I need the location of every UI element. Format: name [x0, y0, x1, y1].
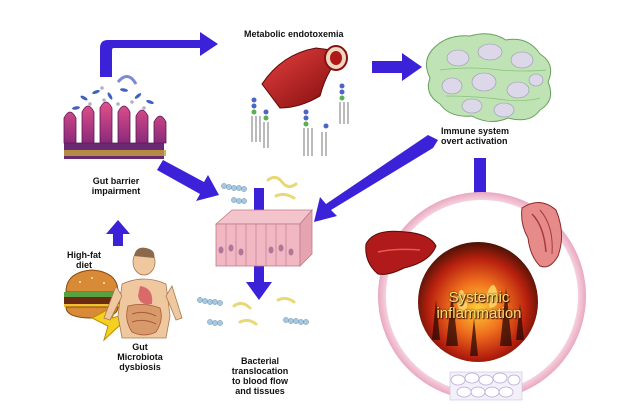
label-high-fat-diet: High-fat diet	[67, 250, 101, 270]
bacteria-cluster-bottom	[197, 296, 309, 326]
bacteria-cluster-top	[221, 175, 298, 204]
gut-barrier-illustration	[63, 75, 167, 159]
immune-cells-illustration	[426, 33, 552, 122]
label-immune-system-activation: Immune system overt activation	[441, 126, 510, 146]
arrow-endotoxemia-to-immune	[372, 53, 422, 81]
arrow-gut-to-endotoxemia	[100, 32, 218, 77]
arrow-gut-to-bacteria	[157, 160, 219, 201]
adipose-tissue-illustration	[449, 371, 523, 401]
blood-vessel-illustration	[251, 45, 349, 156]
arrow-immune-to-epithelium	[314, 135, 438, 222]
muscle-tissue-illustration	[521, 202, 562, 268]
label-systemic-inflammation: Systemic inflammation	[436, 289, 522, 322]
fire-circle	[418, 242, 538, 362]
label-bacterial-translocation: Bacterial translocation to blood flow an…	[231, 356, 289, 396]
label-metabolic-endotoxemia: Metabolic endotoxemia	[244, 29, 344, 39]
label-gut-barrier-impairment: Gut barrier impairment	[91, 176, 141, 196]
intestinal-epithelium-illustration	[214, 208, 313, 267]
liver-illustration	[365, 230, 437, 275]
label-gut-microbiota-dysbiosis: Gut Microbiota dysbiosis	[117, 342, 163, 372]
burger-illustration	[64, 269, 120, 319]
arrow-diet-to-gut	[106, 220, 130, 246]
human-body-illustration	[103, 247, 183, 339]
